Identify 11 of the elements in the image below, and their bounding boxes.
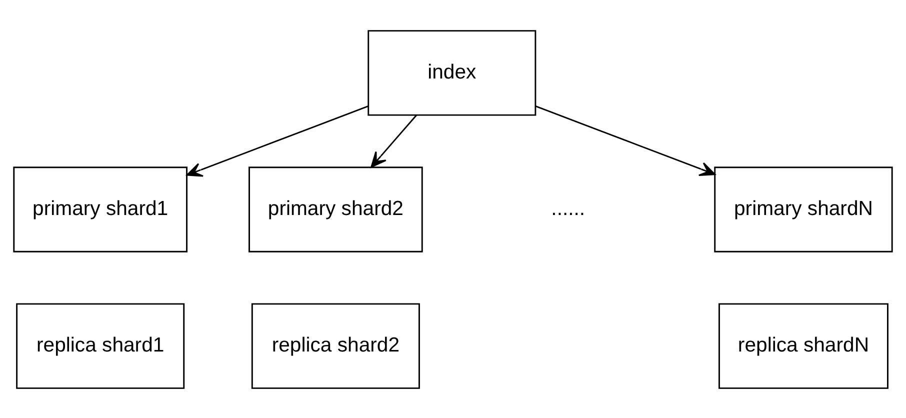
arrow — [535, 105, 716, 176]
node-box: index — [368, 30, 536, 116]
node-box: primary shard2 — [248, 166, 423, 252]
node-box: replica shardN — [718, 302, 888, 388]
arrow — [186, 105, 368, 176]
label: ...... — [551, 197, 586, 220]
node-box: primary shardN — [714, 166, 893, 252]
arrow — [370, 114, 417, 168]
node-box: replica shard1 — [16, 302, 185, 388]
node-box: primary shard1 — [13, 166, 188, 252]
node-box: replica shard2 — [251, 302, 420, 388]
